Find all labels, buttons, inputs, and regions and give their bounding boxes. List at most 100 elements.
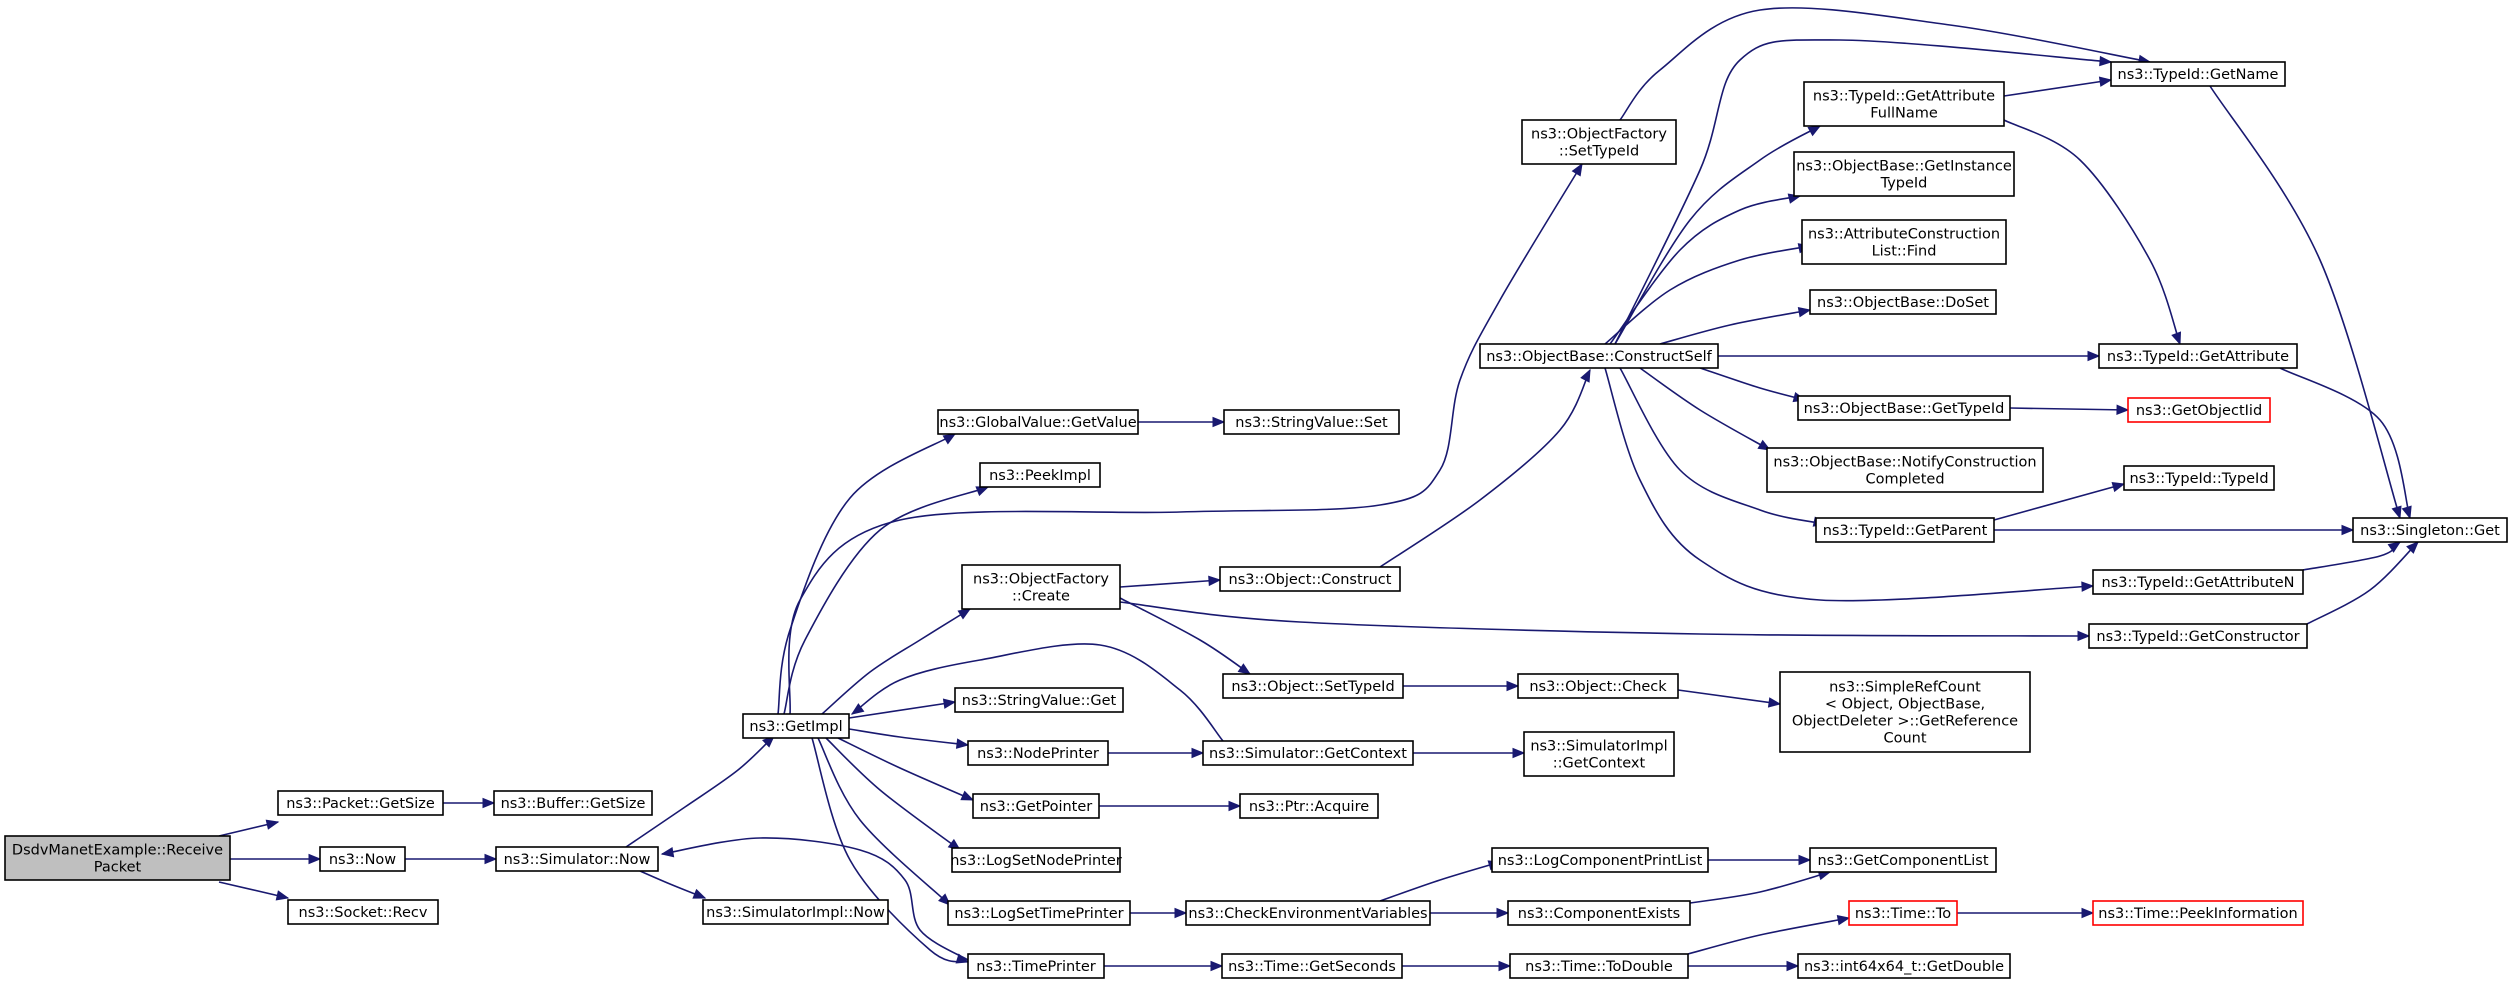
edge-arrowhead [2341, 524, 2355, 536]
edge-sgc-to-gimpl [850, 643, 1224, 742]
edge-arrowhead [1571, 162, 1583, 177]
node-label: ns3::TypeId::GetAttributeN [2101, 575, 2294, 591]
node-sget[interactable]: ns3::Singleton::Get [2352, 517, 2508, 543]
node-now[interactable]: ns3::Now [319, 846, 406, 872]
node-box [979, 462, 1101, 488]
node-label: ns3::Time::ToDouble [1525, 959, 1673, 975]
node-label: ns3::Ptr::Acquire [1249, 799, 1369, 815]
edge-arrowhead [265, 819, 280, 830]
node-box [2092, 569, 2304, 595]
node-snow[interactable]: ns3::Simulator::Now [495, 846, 659, 872]
node-ttid[interactable]: ns3::TypeId::TypeId [2123, 465, 2275, 491]
node-peek[interactable]: ns3::PeekImpl [979, 462, 1101, 488]
edge-line [1699, 367, 1806, 401]
node-ostid[interactable]: ns3::Object::SetTypeId [1222, 673, 1404, 699]
node-box [493, 790, 653, 816]
node-gimpl[interactable]: ns3::GetImpl [742, 713, 850, 739]
node-obnc[interactable]: ns3::ObjectBase::NotifyConstructionCompl… [1766, 447, 2044, 493]
node-box [1491, 847, 1709, 873]
node-ocons[interactable]: ns3::Object::Construct [1219, 566, 1401, 592]
edge-obcs-to-obgt [1699, 367, 1807, 403]
node-label: ns3::NodePrinter [977, 746, 1099, 762]
edge-arrowhead [2171, 331, 2182, 346]
node-svset[interactable]: ns3::StringValue::Set [1223, 409, 1400, 435]
node-ochk[interactable]: ns3::Object::Check [1517, 673, 1679, 699]
node-tga[interactable]: ns3::TypeId::GetAttribute [2098, 343, 2298, 369]
node-recv[interactable]: ns3::Socket::Recv [287, 899, 439, 925]
edge-arrowhead [2391, 505, 2402, 520]
node-gptr[interactable]: ns3::GetPointer [972, 793, 1100, 819]
edge-arrowhead [1237, 663, 1252, 675]
node-sigc[interactable]: ns3::SimulatorImpl::GetContext [1523, 731, 1675, 777]
node-sgc[interactable]: ns3::Simulator::GetContext [1202, 740, 1414, 766]
node-box [1239, 793, 1379, 819]
node-box [2110, 61, 2286, 87]
node-obcs[interactable]: ns3::ObjectBase::ConstructSelf [1479, 343, 1719, 369]
node-ofst[interactable]: ns3::ObjectFactory::SetTypeId [1521, 119, 1677, 165]
node-srcgr[interactable]: ns3::SimpleRefCount< Object, ObjectBase,… [1779, 671, 2031, 753]
edge-arrowhead [942, 433, 957, 445]
edge-line [2306, 541, 2419, 625]
node-goi[interactable]: ns3::GetObjectIid [2127, 397, 2271, 423]
edge-arrowhead [2406, 541, 2419, 554]
node-label: ns3::ObjectBase::GetTypeId [1804, 401, 2005, 417]
node-gcl[interactable]: ns3::GetComponentList [1809, 847, 1997, 873]
node-tto[interactable]: ns3::Time::To [1848, 900, 1958, 926]
node-lcpl[interactable]: ns3::LogComponentPrintList [1491, 847, 1709, 873]
node-label: ns3::GetComponentList [1817, 853, 1988, 869]
node-cex[interactable]: ns3::ComponentExists [1507, 900, 1691, 926]
node-label: ObjectDeleter >::GetReference [1792, 714, 2018, 730]
node-box [1801, 219, 2007, 265]
node-np[interactable]: ns3::NodePrinter [967, 740, 1109, 766]
node-lstp[interactable]: ns3::LogSetTimePrinter [947, 900, 1131, 926]
node-obgt[interactable]: ns3::ObjectBase::GetTypeId [1797, 395, 2011, 421]
node-box [967, 953, 1105, 979]
node-label: ns3::SimulatorImpl::Now [706, 905, 885, 921]
node-tgan[interactable]: ns3::TypeId::GetAttributeN [2092, 569, 2304, 595]
edge-gptr-to-pacq [1099, 800, 1242, 812]
edge-arrowhead [275, 890, 290, 901]
node-tgn[interactable]: ns3::TypeId::GetName [2110, 61, 2286, 87]
node-box [1479, 343, 1719, 369]
node-ofc[interactable]: ns3::ObjectFactory::Create [961, 564, 1121, 610]
node-label: ns3::ObjectFactory [973, 572, 1109, 588]
node-ttd[interactable]: ns3::Time::ToDouble [1509, 953, 1689, 979]
node-label: Count [1883, 731, 1926, 747]
node-bgs[interactable]: ns3::Buffer::GetSize [493, 790, 653, 816]
node-tgp[interactable]: ns3::TypeId::GetParent [1815, 517, 1995, 543]
node-label: ns3::TypeId::TypeId [2129, 471, 2268, 487]
edge-line [777, 433, 956, 715]
node-sinow[interactable]: ns3::SimulatorImpl::Now [702, 899, 889, 925]
edge-gimpl-to-peek [783, 486, 990, 715]
node-tgc[interactable]: ns3::TypeId::GetConstructor [2088, 623, 2308, 649]
node-label: ns3::Socket::Recv [299, 905, 428, 921]
node-lsnp[interactable]: ns3::LogSetNodePrinter [950, 847, 1122, 873]
node-tpi[interactable]: ns3::Time::PeekInformation [2092, 900, 2304, 926]
node-label: ns3::Simulator::Now [504, 852, 651, 868]
node-box [961, 564, 1121, 610]
edge-line [821, 608, 971, 715]
node-box [1793, 151, 2015, 197]
node-pgs[interactable]: ns3::Packet::GetSize [277, 790, 444, 816]
edge-ocons-to-obcs [1379, 368, 1591, 568]
edge-tp-to-snow [660, 837, 969, 961]
node-gvgv[interactable]: ns3::GlobalValue::GetValue [937, 409, 1139, 435]
node-tp[interactable]: ns3::TimePrinter [967, 953, 1105, 979]
edge-arrowhead [1212, 416, 1226, 428]
edge-line [2302, 541, 2401, 571]
edge-line [848, 701, 956, 719]
node-i64gd[interactable]: ns3::int64x64_t::GetDouble [1797, 953, 2011, 979]
node-pacq[interactable]: ns3::Ptr::Acquire [1239, 793, 1379, 819]
node-tgs[interactable]: ns3::Time::GetSeconds [1221, 953, 1403, 979]
edge-gvgv-to-svset [1138, 416, 1226, 428]
edge-pgs-to-bgs [443, 797, 496, 809]
node-svget[interactable]: ns3::StringValue::Get [954, 687, 1124, 713]
edge-line [2003, 79, 2112, 97]
edge-obcs-to-obds [1659, 306, 1812, 345]
node-obds[interactable]: ns3::ObjectBase::DoSet [1809, 289, 1997, 315]
node-cev[interactable]: ns3::CheckEnvironmentVariables [1185, 900, 1431, 926]
